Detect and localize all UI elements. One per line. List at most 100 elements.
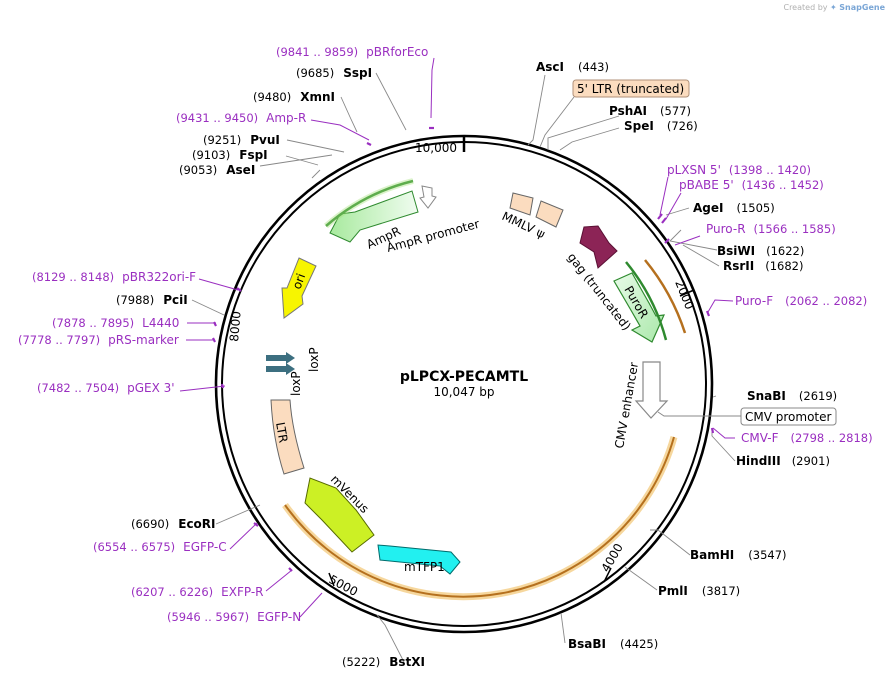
primer-name-pbrforeco: pBRforEco: [366, 45, 428, 59]
enzyme-pcii[interactable]: (7988) PciI: [116, 293, 188, 307]
feature-ori-arrow[interactable]: [281, 257, 317, 319]
enzyme-snabi[interactable]: SnaBI (2619): [747, 389, 837, 403]
enzyme-name-pcii: PciI: [163, 293, 188, 307]
leader-lines: [191, 72, 741, 663]
primer-name-puro-r: Puro-R: [706, 222, 746, 236]
primer-name-pbabe5: pBABE 5': [679, 178, 734, 192]
primer-cmv-f[interactable]: CMV-F (2798 .. 2818): [741, 431, 873, 445]
enzyme-pos-xmni: (9480): [253, 90, 291, 104]
feature-ampr-promoter-arrow[interactable]: [419, 185, 437, 209]
enzyme-pos-pvui: (9251): [203, 133, 241, 147]
feature-loxp-1[interactable]: [266, 352, 295, 364]
enzyme-pos-pmli: (3817): [702, 584, 740, 598]
enzyme-bsiwi[interactable]: BsiWI (1622): [717, 244, 804, 258]
cmv-promoter-box[interactable]: [740, 407, 837, 426]
plasmid-size: 10,047 bp: [433, 385, 494, 399]
primer-pbrforeco[interactable]: (9841 .. 9859)pBRforEco: [276, 45, 428, 59]
primer-range-pgex3: (7482 .. 7504): [37, 381, 119, 395]
primer-exfp-r[interactable]: (6207 .. 6226)EXFP-R: [131, 585, 264, 599]
enzyme-name-spei: SpeI: [624, 119, 654, 133]
enzyme-pos-sspi: (9685): [296, 66, 334, 80]
primer-name-egfp-c: EGFP-C: [183, 540, 226, 554]
primer-name-puro-f: Puro-F: [735, 294, 773, 308]
enzyme-bamhi[interactable]: BamHI(3547): [690, 548, 787, 562]
puror-orf-green: [625, 261, 668, 341]
enzyme-pos-ecori: (6690): [131, 517, 169, 531]
enzyme-name-snabi: SnaBI: [747, 389, 786, 403]
primer-amp-r[interactable]: (9431 .. 9450) Amp-R: [176, 111, 306, 125]
feature-loxp-2[interactable]: [266, 363, 295, 375]
enzyme-spei[interactable]: SpeI(726): [624, 119, 698, 133]
enzyme-bstxi[interactable]: (5222)BstXI: [342, 655, 425, 669]
primer-name-cmv-f: CMV-F: [741, 431, 779, 445]
primer-name-amp-r: Amp-R: [266, 111, 306, 125]
enzyme-ecori[interactable]: (6690)EcoRI: [131, 517, 216, 531]
primer-pgex3[interactable]: (7482 .. 7504) pGEX 3': [37, 381, 175, 395]
primer-puro-r[interactable]: Puro-R(1566 .. 1585): [706, 222, 836, 236]
feature-cmv-enhancer-arrow[interactable]: [634, 361, 669, 419]
enzyme-hindiii[interactable]: HindIII(2901): [736, 454, 830, 468]
feature-puror-arrow[interactable]: [613, 272, 665, 343]
enzyme-pos-asei: (9053): [179, 163, 217, 177]
feature-mtfp1-arrow[interactable]: [377, 544, 461, 575]
ampr-orf-halo: [324, 178, 414, 229]
enzyme-pos-bsiwi: (1622): [766, 244, 804, 258]
ampr-orf-green: [325, 179, 414, 227]
enzyme-rsrii[interactable]: RsrII(1682): [723, 259, 803, 273]
primer-prs-marker[interactable]: (7778 .. 7797)pRS-marker: [18, 333, 179, 347]
primer-plxsn5[interactable]: pLXSN 5'(1398 .. 1420): [667, 163, 811, 177]
primer-name-l4440: L4440: [142, 316, 179, 330]
enzyme-agei[interactable]: AgeI(1505): [693, 201, 775, 215]
primer-range-pbr322ori-f: (8129 .. 8148): [32, 270, 114, 284]
ltr5-label: 5' LTR (truncated): [577, 82, 684, 96]
enzyme-name-rsrii: RsrII: [723, 259, 754, 273]
feature-label-loxp-1: loxP: [289, 371, 303, 396]
enzyme-name-sspi: SspI: [343, 66, 372, 80]
primer-egfp-n[interactable]: (5946 .. 5967)EGFP-N: [167, 610, 301, 624]
primer-pbr322ori-f[interactable]: (8129 .. 8148)pBR322ori-F: [32, 270, 196, 284]
enzyme-pos-pshai: (577): [660, 104, 691, 118]
primer-pbabe5[interactable]: pBABE 5' (1436 .. 1452): [679, 178, 824, 192]
plasmid-name: pLPCX-PECAMTL: [400, 369, 528, 385]
primer-range-amp-r: (9431 .. 9450): [176, 111, 258, 125]
enzyme-name-bamhi: BamHI: [690, 548, 734, 562]
enzyme-name-bsabi: BsaBI: [568, 637, 606, 651]
primer-l4440[interactable]: (7878 .. 7895)L4440: [52, 316, 179, 330]
enzyme-pos-bstxi: (5222): [342, 655, 380, 669]
primer-range-puro-f: (2062 .. 2082): [785, 294, 867, 308]
feature-mmlv-psi[interactable]: [509, 192, 564, 228]
enzyme-pos-pcii: (7988): [116, 293, 154, 307]
credit-brand: SnapGene: [839, 3, 885, 12]
enzyme-asei[interactable]: (9053)AseI: [179, 163, 255, 177]
enzyme-name-bsiwi: BsiWI: [717, 244, 755, 258]
enzyme-asci[interactable]: AscI(443): [536, 60, 609, 74]
feature-ltr[interactable]: [270, 399, 305, 475]
credit-created-by: Created by: [783, 3, 828, 12]
feature-gag-arrow[interactable]: [579, 225, 618, 269]
ltr5-box[interactable]: [572, 79, 690, 98]
enzyme-pos-snabi: (2619): [799, 389, 837, 403]
feature-mvenus-arrow[interactable]: [304, 477, 375, 553]
enzyme-name-hindiii: HindIII: [736, 454, 781, 468]
enzyme-pvui[interactable]: (9251)PvuI: [203, 133, 280, 147]
primer-name-pgex3: pGEX 3': [127, 381, 174, 395]
primer-range-pbabe5: (1436 .. 1452): [742, 178, 824, 192]
tick-label-8000: 8000: [227, 311, 244, 343]
enzyme-fspi[interactable]: (9103)FspI: [192, 148, 268, 162]
primer-name-exfp-r: EXFP-R: [221, 585, 263, 599]
enzyme-sspi[interactable]: (9685) SspI: [296, 66, 372, 80]
orf-long-arc: [284, 436, 675, 598]
enzyme-xmni[interactable]: (9480)XmnI: [253, 90, 335, 104]
feature-ampr-arrow[interactable]: [329, 190, 419, 243]
primer-egfp-c[interactable]: (6554 .. 6575)EGFP-C: [93, 540, 227, 554]
enzyme-pshai[interactable]: PshAI(577): [609, 104, 691, 118]
enzyme-bsabi[interactable]: BsaBI(4425): [568, 637, 658, 651]
enzyme-name-pmli: PmlI: [658, 584, 688, 598]
primer-name-plxsn5: pLXSN 5': [667, 163, 721, 177]
enzyme-pmli[interactable]: PmlI (3817): [658, 584, 740, 598]
cmv-promoter-label: CMV promoter: [745, 410, 832, 424]
primer-range-cmv-f: (2798 .. 2818): [790, 431, 872, 445]
tick-2000: [679, 289, 695, 297]
primer-puro-f[interactable]: Puro-F (2062 .. 2082): [735, 294, 867, 308]
